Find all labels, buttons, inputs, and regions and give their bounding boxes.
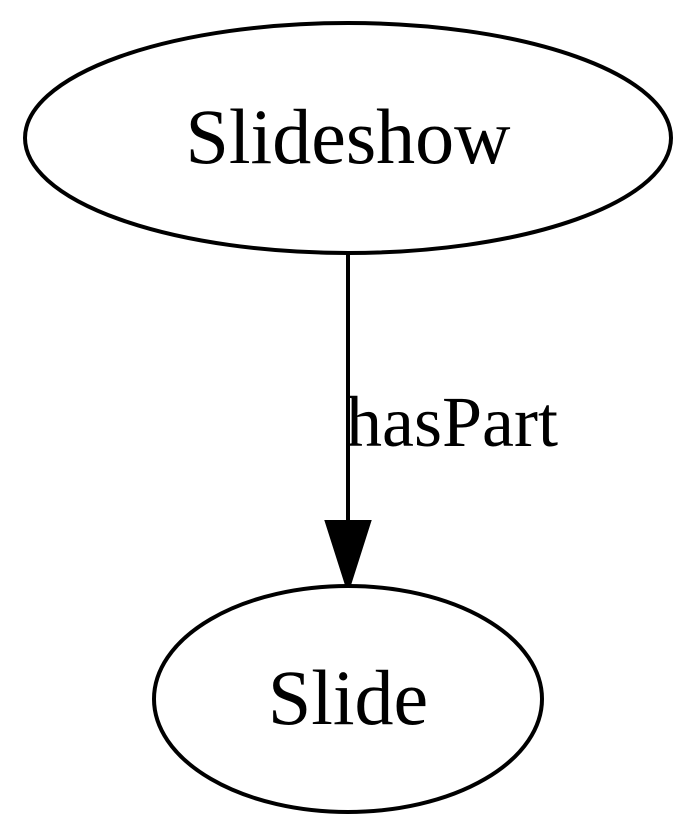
node-slide[interactable]: Slide [152,584,544,814]
edge-label-haspart: hasPart [346,382,558,462]
node-slide-ellipse [152,584,544,814]
node-slideshow[interactable]: Slideshow [23,21,673,255]
node-slide-label: Slide [268,654,428,741]
edge-slideshow-to-slide: hasPart [324,254,558,595]
edge-arrowhead [324,520,372,595]
node-slideshow-ellipse [23,21,673,255]
node-slideshow-label: Slideshow [185,93,510,180]
